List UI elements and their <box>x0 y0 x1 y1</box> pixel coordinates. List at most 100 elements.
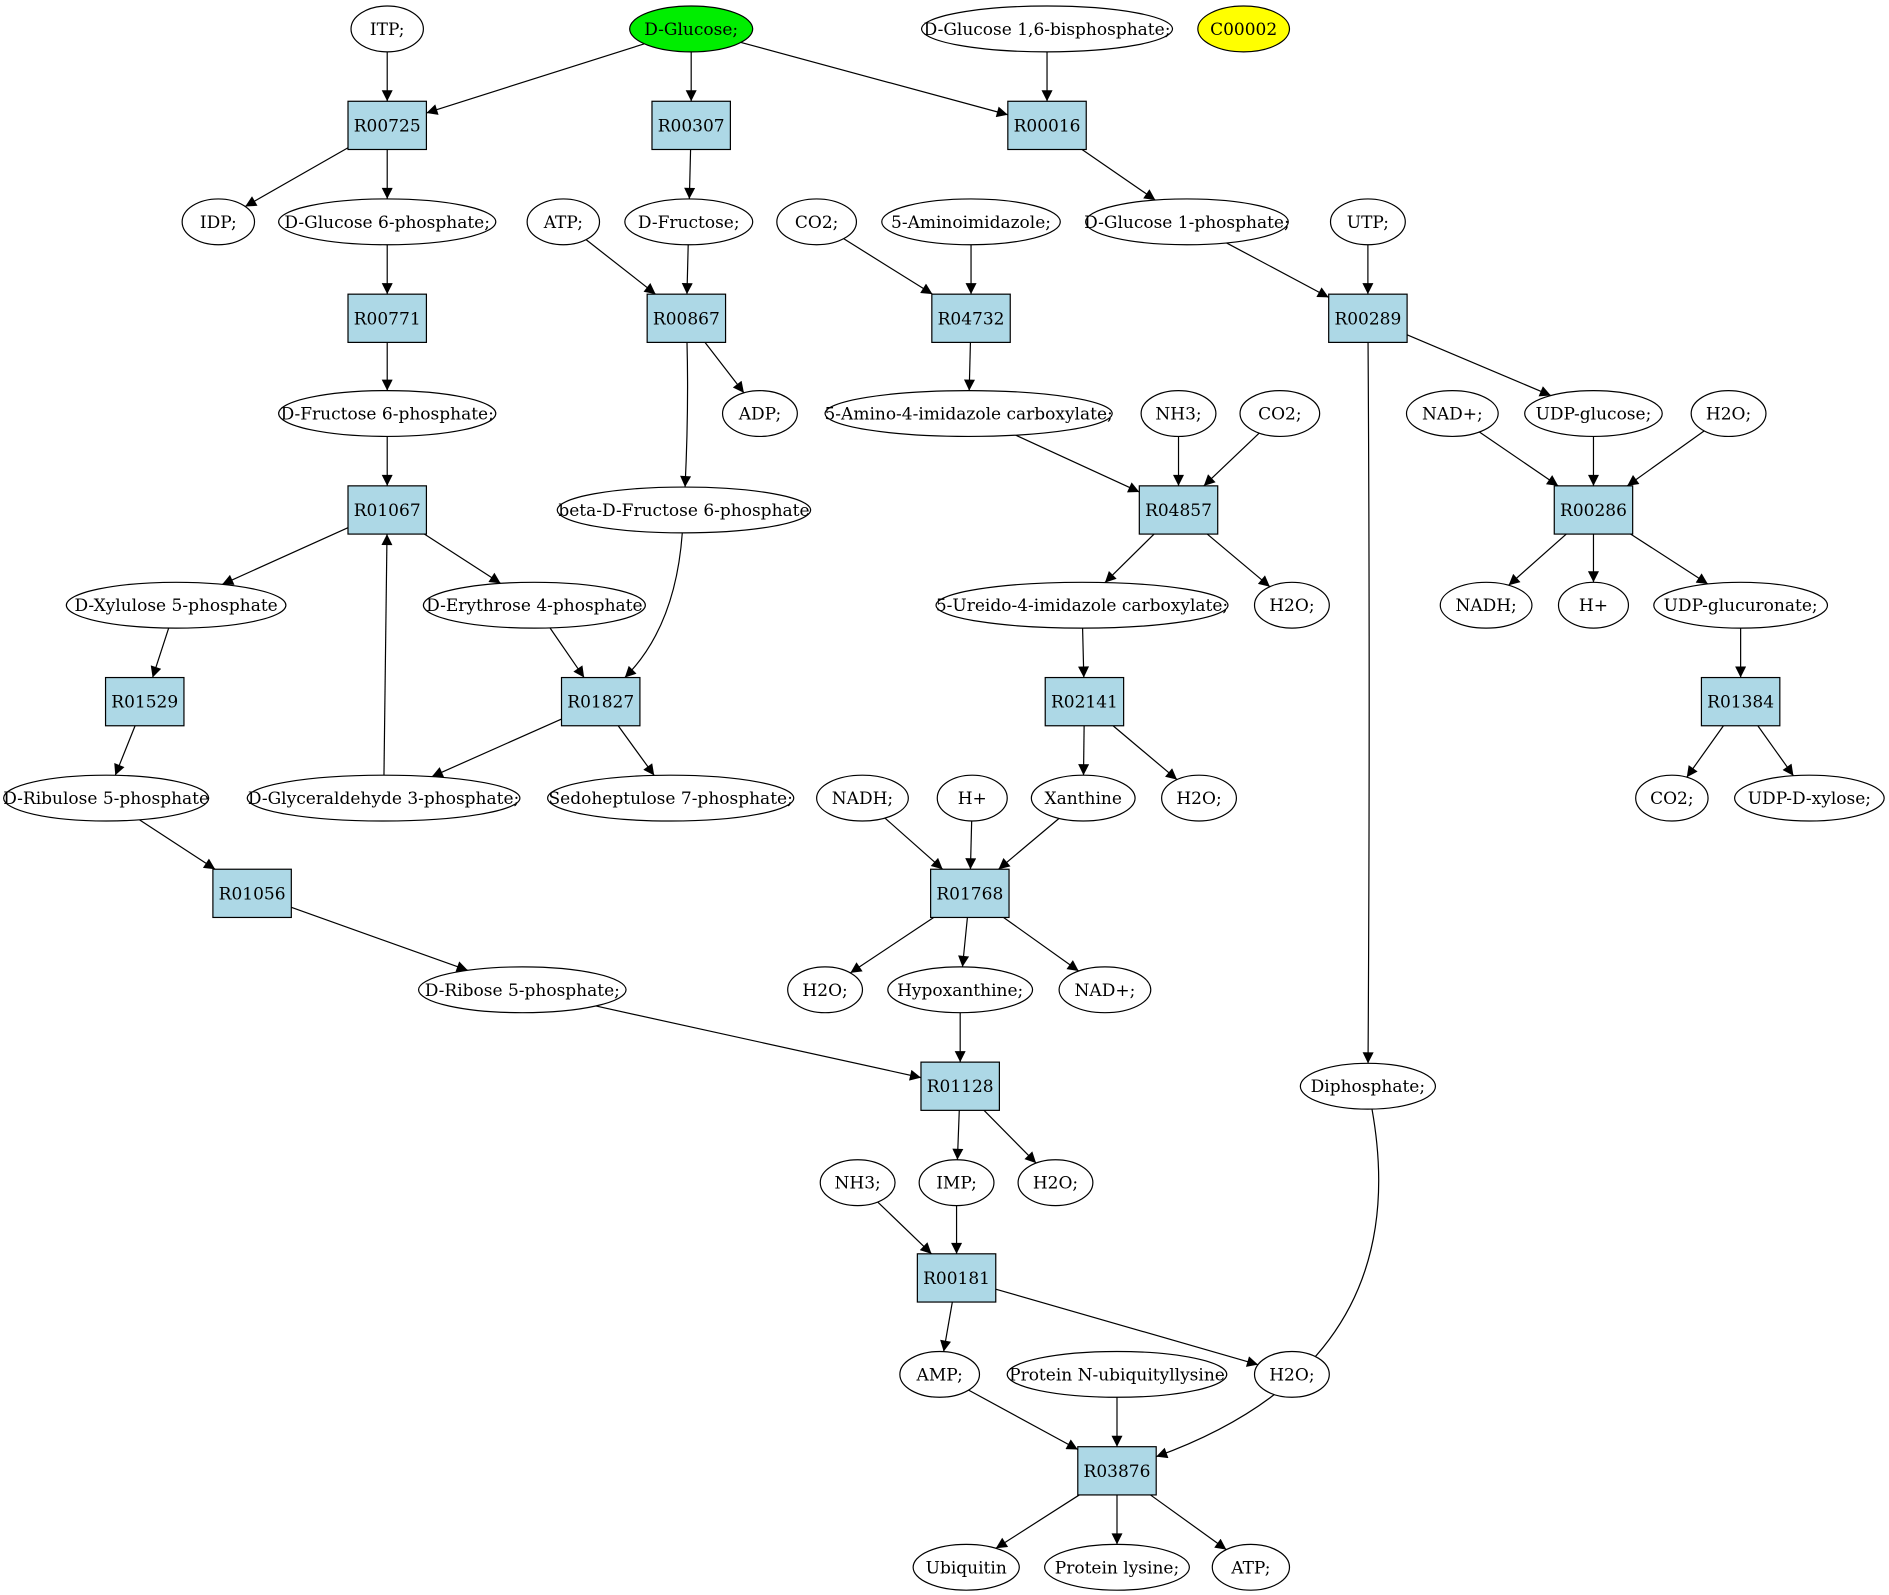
metabolite-label: NADH; <box>1455 596 1516 616</box>
metabolite-node-h2oa[interactable]: H2O; <box>1690 390 1767 438</box>
metabolite-node-x5p[interactable]: D-Xylulose 5-phosphate <box>65 581 287 629</box>
metabolite-shape <box>1211 1543 1291 1591</box>
metabolite-shape <box>1524 390 1663 438</box>
metabolite-label: D-Xylulose 5-phosphate <box>74 596 277 616</box>
reaction-node-R00867[interactable]: R00867 <box>646 293 727 343</box>
reaction-node-R03876[interactable]: R03876 <box>1077 1446 1157 1496</box>
metabolite-node-f6p[interactable]: D-Fructose 6-phosphate; <box>278 390 497 438</box>
metabolite-node-plys[interactable]: Protein lysine; <box>1044 1543 1190 1591</box>
metabolite-node-dip[interactable]: Diphosphate; <box>1299 1062 1437 1110</box>
edge-R02141-to-xan <box>1078 725 1090 776</box>
metabolite-label: CO2; <box>795 213 839 233</box>
metabolite-node-udpg[interactable]: UDP-glucose; <box>1524 390 1663 438</box>
metabolite-label: Diphosphate; <box>1311 1077 1425 1097</box>
metabolite-node-ru5p[interactable]: D-Ribulose 5-phosphate <box>3 774 210 822</box>
metabolite-node-g16bp[interactable]: D-Glucose 1,6-bisphosphate; <box>920 5 1174 53</box>
metabolite-node-co2c[interactable]: CO2; <box>1635 774 1709 822</box>
metabolite-label: 5-Ureido-4-imidazole carboxylate; <box>936 596 1228 616</box>
metabolite-node-r5p[interactable]: D-Ribose 5-phosphate; <box>417 966 627 1014</box>
reaction-node-R01067[interactable]: R01067 <box>347 485 428 535</box>
metabolite-node-idp[interactable]: IDP; <box>181 198 256 246</box>
edge-R01529-to-ru5p <box>114 725 136 776</box>
metabolite-node-h2od[interactable]: H2O; <box>787 966 864 1014</box>
metabolite-node-nadh2[interactable]: NADH; <box>816 774 909 822</box>
metabolite-node-itp[interactable]: ITP; <box>350 5 424 53</box>
metabolite-node-co2b[interactable]: CO2; <box>1239 390 1321 438</box>
metabolite-shape <box>3 774 210 822</box>
metabolite-node-fru[interactable]: D-Fructose; <box>624 198 754 246</box>
metabolite-node-co2a[interactable]: CO2; <box>776 198 858 246</box>
metabolite-node-h2ob[interactable]: H2O; <box>1253 581 1330 629</box>
metabolite-shape <box>1058 966 1152 1014</box>
metabolite-node-hp2[interactable]: H+ <box>936 774 1008 822</box>
metabolite-node-ga3p[interactable]: D-Glyceraldehyde 3-phosphate; <box>246 774 521 822</box>
reaction-node-R01128[interactable]: R01128 <box>920 1061 1000 1111</box>
metabolite-node-atp1[interactable]: ATP; <box>526 198 601 246</box>
metabolite-shape <box>1733 774 1885 822</box>
reaction-node-R00725[interactable]: R00725 <box>347 100 428 151</box>
metabolite-node-imp[interactable]: IMP; <box>918 1159 995 1207</box>
metabolite-node-udpx[interactable]: UDP-D-xylose; <box>1733 774 1885 822</box>
reaction-node-R01056[interactable]: R01056 <box>212 868 292 919</box>
metabolite-label: D-Fructose; <box>638 213 740 233</box>
reaction-label: R01128 <box>927 1077 994 1097</box>
metabolite-node-udpgu[interactable]: UDP-glucuronate; <box>1653 581 1829 629</box>
metabolite-node-g6p[interactable]: D-Glucose 6-phosphate; <box>278 198 497 246</box>
metabolite-label: NAD+; <box>1075 981 1136 1001</box>
metabolite-node-hp1[interactable]: H+ <box>1557 581 1630 629</box>
metabolite-node-adp[interactable]: ADP; <box>721 390 798 438</box>
metabolite-shape <box>1690 390 1767 438</box>
metabolite-node-pnub[interactable]: Protein N-ubiquityllysine <box>1006 1350 1228 1398</box>
metabolite-label: D-Fructose 6-phosphate; <box>281 405 494 425</box>
reaction-node-R01768[interactable]: R01768 <box>930 868 1010 919</box>
reaction-node-R01529[interactable]: R01529 <box>104 676 185 727</box>
reaction-node-R00307[interactable]: R00307 <box>651 100 731 151</box>
metabolite-node-uic[interactable]: 5-Ureido-4-imidazole carboxylate; <box>935 581 1229 629</box>
metabolite-node-e4p[interactable]: D-Erythrose 4-phosphate <box>422 581 646 629</box>
metabolite-node-utp[interactable]: UTP; <box>1329 198 1406 246</box>
edge-R01384-to-udpx <box>1757 725 1794 777</box>
reaction-node-R00286[interactable]: R00286 <box>1553 485 1634 535</box>
metabolite-node-s7p[interactable]: Sedoheptulose 7-phosphate; <box>547 774 795 822</box>
reaction-box <box>1007 100 1087 151</box>
metabolite-node-amp[interactable]: AMP; <box>899 1350 981 1398</box>
reaction-node-R01384[interactable]: R01384 <box>1700 676 1781 727</box>
reaction-node-R00016[interactable]: R00016 <box>1007 100 1087 151</box>
reaction-box <box>560 676 641 727</box>
metabolite-label: ATP; <box>543 213 583 233</box>
reaction-node-R01827[interactable]: R01827 <box>560 676 641 727</box>
metabolite-node-nadh1[interactable]: NADH; <box>1439 581 1533 629</box>
reaction-node-R04732[interactable]: R04732 <box>931 293 1011 343</box>
reaction-node-R00181[interactable]: R00181 <box>916 1253 997 1303</box>
metabolite-node-ubq[interactable]: Ubiquitin <box>912 1543 1020 1591</box>
metabolite-node-hyp[interactable]: Hypoxanthine; <box>887 966 1034 1014</box>
metabolite-node-nadp1[interactable]: NAD+; <box>1405 390 1499 438</box>
reaction-node-R02141[interactable]: R02141 <box>1044 676 1125 727</box>
metabolite-node-aimz[interactable]: 5-Aminoimidazole; <box>881 198 1061 246</box>
edge-co2a-to-R04732 <box>843 238 933 295</box>
metabolite-node-nh3a[interactable]: NH3; <box>1140 390 1217 438</box>
metabolite-label: H2O; <box>1176 789 1221 809</box>
metabolite-shape <box>65 581 287 629</box>
metabolite-node-h2oe[interactable]: H2O; <box>1017 1159 1094 1207</box>
metabolite-node-g1p[interactable]: D-Glucose 1-phosphate; <box>1084 198 1290 246</box>
metabolite-node-xan[interactable]: Xanthine <box>1030 774 1136 822</box>
metabolite-node-c00002[interactable]: C00002 <box>1197 5 1291 53</box>
metabolite-node-h2oc[interactable]: H2O; <box>1161 774 1238 822</box>
edge-ru5p-to-R01056 <box>139 819 216 870</box>
reaction-node-R04857[interactable]: R04857 <box>1138 485 1219 535</box>
metabolite-node-aic[interactable]: 5-Amino-4-imidazole carboxylate; <box>824 390 1113 438</box>
metabolite-node-bf6p[interactable]: beta-D-Fructose 6-phosphate <box>556 486 812 534</box>
metabolite-node-nadp2[interactable]: NAD+; <box>1058 966 1152 1014</box>
metabolite-node-h2of[interactable]: H2O; <box>1253 1350 1330 1398</box>
metabolite-node-atp2[interactable]: ATP; <box>1211 1543 1291 1591</box>
reaction-node-R00771[interactable]: R00771 <box>347 293 428 343</box>
edge-R00181-to-amp <box>940 1301 953 1352</box>
metabolite-node-glc[interactable]: D-Glucose; <box>629 5 754 53</box>
metabolite-shape <box>278 198 497 246</box>
metabolite-node-nh3b[interactable]: NH3; <box>819 1159 896 1207</box>
reaction-node-R00289[interactable]: R00289 <box>1328 293 1408 343</box>
edge-R03876-to-ubq <box>995 1494 1080 1549</box>
edge-R00286-to-nadh1 <box>1508 533 1567 586</box>
edge-R00286-to-udpgu <box>1630 533 1709 585</box>
